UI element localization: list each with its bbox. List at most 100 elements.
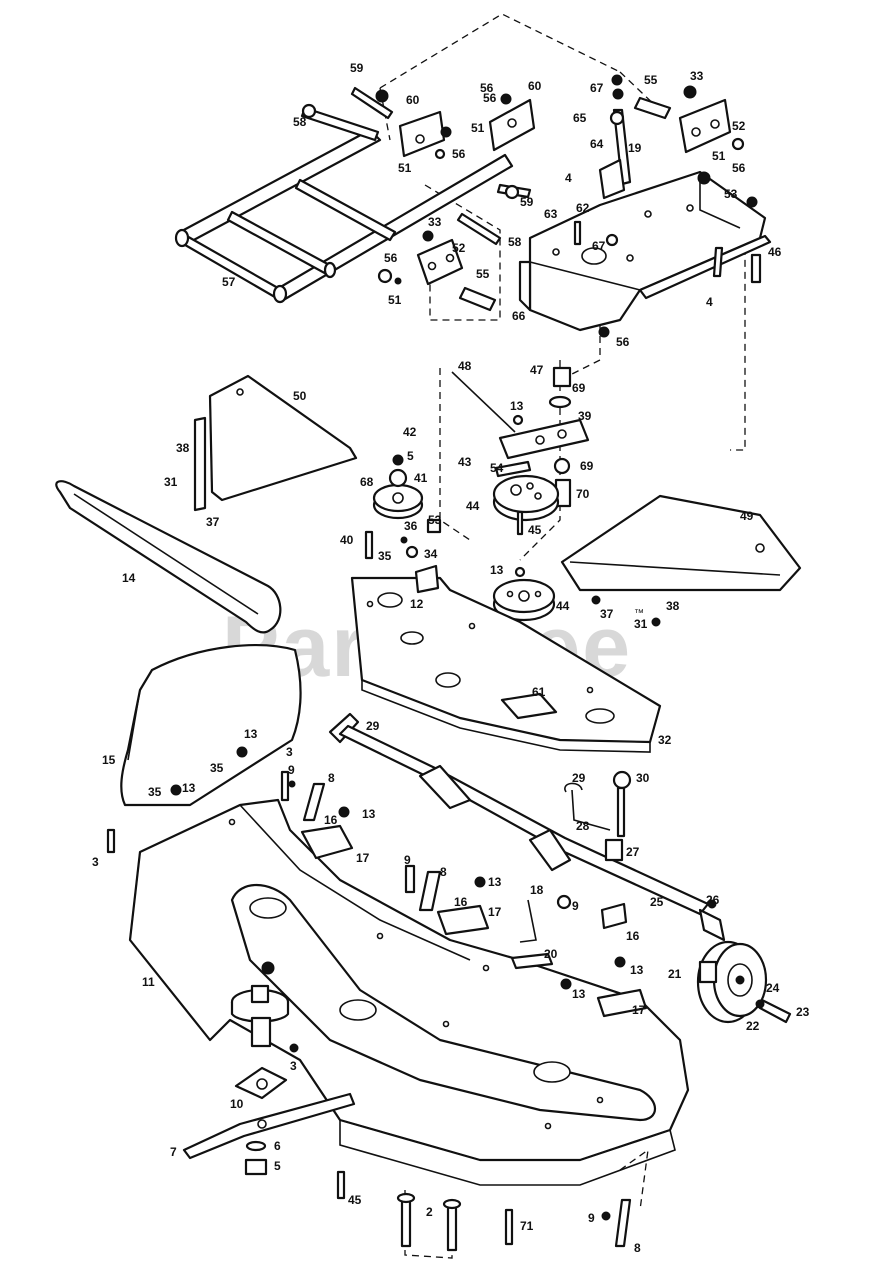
callout-label: 35 [378, 549, 392, 563]
callout-label: 63 [544, 207, 558, 221]
callout-label: 39 [578, 409, 592, 423]
callout-label: 53 [724, 187, 738, 201]
callout-label: 58 [293, 115, 307, 129]
callout-label: 56 [483, 91, 497, 105]
callout-label: 38 [176, 441, 190, 455]
callout-label: 5 [274, 1159, 281, 1173]
callout-label: 56 [384, 251, 398, 265]
callout-label: 4 [565, 171, 572, 185]
callout-label: 37 [600, 607, 614, 621]
callout-label: 64 [590, 137, 604, 151]
callout-label: 66 [512, 309, 526, 323]
callout-label: 56 [480, 81, 494, 95]
callout-label: 9 [588, 1211, 595, 1225]
callout-label: 24 [766, 981, 780, 995]
callout-label: 46 [768, 245, 782, 259]
callout-label: 44 [556, 599, 570, 613]
callout-label: 13 [488, 875, 502, 889]
callout-label: 60 [528, 79, 542, 93]
callout-label: 13 [182, 781, 196, 795]
callout-label: 16 [626, 929, 640, 943]
gauge-wheel [696, 940, 792, 1024]
callout-label: 31 [164, 475, 178, 489]
callout-label: 58 [508, 235, 522, 249]
callout-label: 17 [488, 905, 502, 919]
callout-label: 56 [732, 161, 746, 175]
deflector-shield [120, 644, 302, 807]
callout-label: 33 [690, 69, 704, 83]
callout-label: 50 [293, 389, 307, 403]
callout-label: 51 [712, 149, 726, 163]
callout-label: 13 [244, 727, 258, 741]
callout-label: 17 [356, 851, 370, 865]
callout-label: 16 [454, 895, 468, 909]
callout-label: 55 [476, 267, 490, 281]
callout-label: 8 [328, 771, 335, 785]
callout-label: 70 [576, 487, 590, 501]
callout-label: 15 [102, 753, 116, 767]
callout-label: 10 [230, 1097, 244, 1111]
watermark-trademark: ™ [634, 608, 644, 619]
callout-label: 13 [362, 807, 376, 821]
hardware [106, 770, 648, 1252]
callout-label: 47 [530, 363, 544, 377]
callout-label: 69 [580, 459, 594, 473]
callout-label: 21 [668, 967, 682, 981]
callout-labels: 59 58 60 56 51 56 60 51 56 67 55 33 65 6… [92, 61, 810, 1255]
callout-label: 4 [706, 295, 713, 309]
callout-label: 59 [350, 61, 364, 75]
callout-label: 51 [471, 121, 485, 135]
callout-label: 51 [398, 161, 412, 175]
callout-label: 8 [634, 1241, 641, 1255]
callout-label: 57 [222, 275, 236, 289]
callout-label: 3 [286, 745, 293, 759]
callout-label: 69 [572, 381, 586, 395]
callout-label: 41 [414, 471, 428, 485]
hitch-frame [174, 86, 536, 304]
bracket-left [377, 230, 497, 312]
callout-label: 35 [148, 785, 162, 799]
callout-label: 36 [404, 519, 418, 533]
callout-label: 68 [360, 475, 374, 489]
callout-label: 54 [490, 461, 504, 475]
callout-label: 13 [572, 987, 586, 1001]
callout-label: 52 [732, 119, 746, 133]
callout-label: 9 [404, 853, 411, 867]
callout-label: 5 [407, 449, 414, 463]
callout-label: 28 [576, 819, 590, 833]
callout-label: 56 [616, 335, 630, 349]
callout-label: 11 [142, 975, 155, 989]
callout-label: 32 [658, 733, 672, 747]
callout-label: 23 [796, 1005, 810, 1019]
callout-label: 53 [428, 513, 442, 527]
callout-label: 6 [274, 1139, 281, 1153]
lift-linkage [328, 712, 726, 942]
callout-label: 40 [340, 533, 354, 547]
callout-label: 67 [592, 239, 606, 253]
pulleys [372, 454, 560, 622]
callout-label: 27 [626, 845, 640, 859]
hitch-right [598, 74, 745, 200]
callout-label: 20 [544, 947, 558, 961]
callout-label: 38 [666, 599, 680, 613]
spindle-blade [182, 961, 356, 1176]
idler-bracket-stack [451, 366, 590, 508]
callout-label: 67 [590, 81, 604, 95]
callout-label: 13 [510, 399, 524, 413]
callout-label: 9 [572, 899, 579, 913]
callout-label: 44 [466, 499, 480, 513]
callout-label: 29 [572, 771, 586, 785]
callout-label: 42 [403, 425, 417, 439]
belt-guards [193, 374, 802, 627]
callout-label: 45 [528, 523, 542, 537]
callout-label: 3 [92, 855, 99, 869]
callout-label: 51 [388, 293, 402, 307]
callout-label: 18 [530, 883, 544, 897]
callout-label: 31 [634, 617, 648, 631]
callout-label: 29 [366, 719, 380, 733]
callout-label: 65 [573, 111, 587, 125]
callout-label: 7 [170, 1145, 177, 1159]
callout-label: 13 [490, 563, 504, 577]
callout-label: 60 [406, 93, 420, 107]
